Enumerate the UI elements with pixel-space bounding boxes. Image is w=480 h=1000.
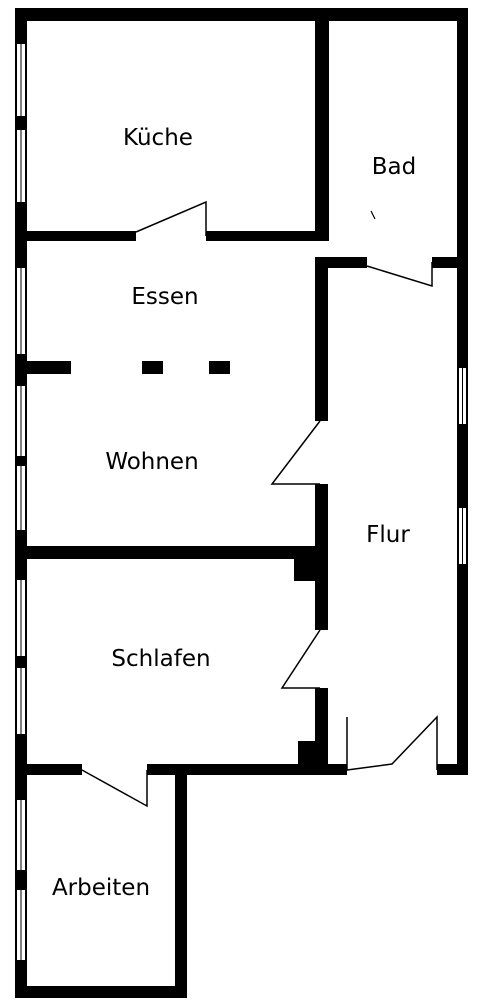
door-kueche-essen[interactable] <box>135 200 207 236</box>
room-label-arbeiten: Arbeiten <box>52 875 150 901</box>
window <box>17 130 25 202</box>
wall-bad-bottom-right <box>432 257 468 268</box>
door-schlafen-flur[interactable] <box>280 629 321 689</box>
wall-arbeiten-bottom <box>15 986 187 998</box>
window <box>17 890 25 960</box>
wall-kueche-bottom-left <box>15 231 136 241</box>
room-label-schlafen: Schlafen <box>111 646 210 672</box>
window <box>17 466 25 530</box>
wall-flur-left-upper <box>315 257 328 421</box>
wall-bad-bottom-left <box>315 257 367 268</box>
wall-kueche-bad <box>315 8 329 240</box>
room-labels: Küche Bad Essen Wohnen Flur Schlafen Arb… <box>52 125 416 901</box>
windows-left <box>17 44 25 960</box>
wall-flur-bottom-left <box>320 764 347 775</box>
windows-right <box>459 368 466 564</box>
window <box>17 668 25 734</box>
window <box>17 386 25 456</box>
door-wohnen-flur[interactable] <box>270 420 321 485</box>
wall-flur-bottom-right <box>437 764 468 775</box>
wall-block-upper <box>294 559 328 581</box>
window <box>17 800 25 870</box>
room-label-essen: Essen <box>131 284 198 310</box>
wall-essen-wohnen-post-2 <box>209 361 230 374</box>
wall-schlafen-bottom-right <box>147 764 330 775</box>
doors <box>81 200 438 808</box>
wall-essen-wohnen-left <box>15 361 71 374</box>
door-schlafen-arbeiten[interactable] <box>81 769 148 808</box>
wall-arbeiten-right <box>175 765 187 998</box>
room-label-flur: Flur <box>366 522 410 548</box>
door-entrance[interactable] <box>346 715 438 771</box>
door-bad[interactable] <box>366 262 433 288</box>
window <box>17 268 25 354</box>
wall-top <box>15 8 468 21</box>
room-label-bad: Bad <box>372 154 416 180</box>
window <box>459 508 466 564</box>
wall-essen-wohnen-post-1 <box>142 361 163 374</box>
wall-block-lower <box>298 741 328 765</box>
wall-kueche-bottom-right <box>206 231 329 241</box>
room-label-wohnen: Wohnen <box>105 449 198 475</box>
window <box>17 580 25 656</box>
room-label-kueche: Küche <box>123 125 193 151</box>
wall-schlafen-bottom-left <box>15 764 82 775</box>
bad-mark <box>370 210 376 220</box>
window <box>459 368 466 424</box>
window <box>17 44 25 116</box>
wall-wohnen-schlafen <box>15 546 328 559</box>
